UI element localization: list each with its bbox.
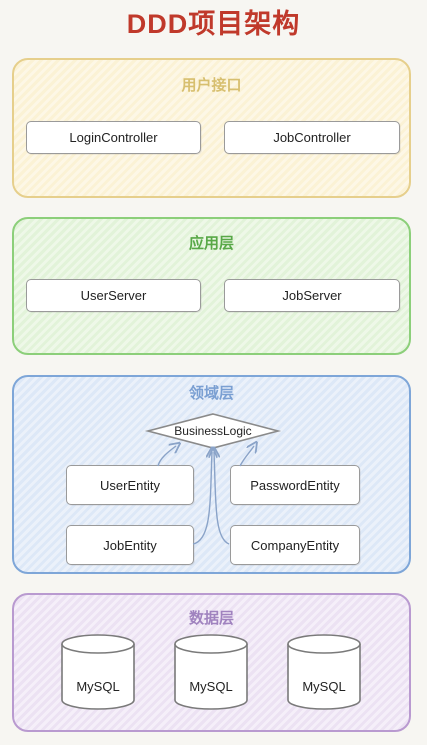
business-logic-label: BusinessLogic (174, 424, 252, 438)
job-controller-box: JobController (224, 121, 400, 154)
arrow-job-entity (192, 452, 212, 545)
user-interface-layer: 用户接口 LoginController JobController (12, 58, 411, 198)
mysql-cylinder-3 (287, 634, 361, 710)
data-layer-title: 数据层 (188, 610, 234, 627)
user-server-box: UserServer (26, 279, 201, 312)
application-layer-title: 应用层 (188, 235, 234, 252)
arrow-user-entity (157, 446, 176, 467)
job-server-box: JobServer (224, 279, 400, 312)
mysql-label-2: MySQL (189, 679, 233, 694)
password-entity-box: PasswordEntity (230, 465, 360, 505)
mysql-cylinder-2 (174, 634, 248, 710)
application-layer: 应用层 UserServer JobServer (12, 217, 411, 355)
user-interface-layer-title: 用户接口 (181, 77, 242, 94)
domain-layer-title: 领域层 (188, 385, 234, 402)
domain-layer: 领域层 UserEntity PasswordEntity JobEntity … (12, 375, 411, 574)
mysql-label-1: MySQL (76, 679, 120, 694)
entity-arrows (157, 446, 254, 545)
arrow-password-entity (239, 446, 254, 467)
login-controller-box: LoginController (26, 121, 201, 154)
mysql-label-3: MySQL (302, 679, 346, 694)
page-title: DDD项目架构 (126, 9, 301, 39)
job-entity-box: JobEntity (66, 525, 194, 565)
mysql-cylinder-1 (61, 634, 135, 710)
database-cylinders (61, 634, 361, 710)
company-entity-box: CompanyEntity (230, 525, 360, 565)
arrow-company-entity (214, 452, 230, 545)
user-entity-box: UserEntity (66, 465, 194, 505)
